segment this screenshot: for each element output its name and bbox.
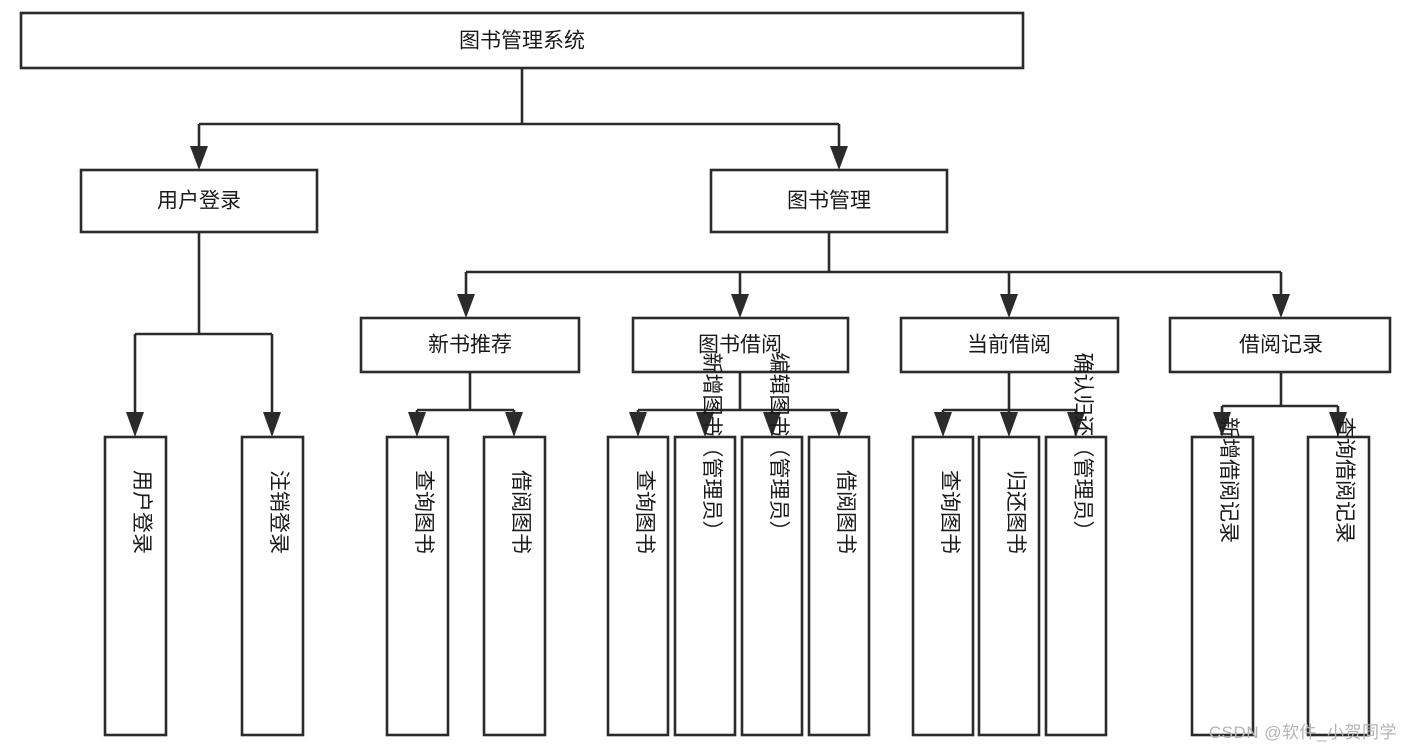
leaf-br-add-record-box[interactable] [1190, 435, 1255, 737]
arrow-head-leaf-nb-1 [408, 412, 426, 437]
leaf-bb-query-book-label: 查询图书 [633, 470, 656, 554]
node-book-manage-label: 图书管理 [787, 190, 871, 213]
connector-group-new-book-to-leaves [408, 372, 523, 437]
leaf-cb-confirm-return-label: 确认归还（管理员） [1071, 353, 1094, 542]
leaf-bb-borrow-book-box[interactable] [807, 435, 871, 737]
leaf-cb-return-book-label: 归还图书 [1004, 470, 1027, 554]
leaf-logout-box[interactable] [240, 435, 305, 737]
node-user-login-label: 用户登录 [157, 190, 241, 213]
arrow-head-leaf-cb-2 [1000, 412, 1018, 437]
leaf-node-br-add-record[interactable]: 新增借阅记录 [1190, 417, 1255, 737]
node-book-borrow[interactable]: 图书借阅 [631, 316, 850, 374]
node-borrow-record-box[interactable] [1168, 316, 1392, 374]
leaf-user-login-label: 用户登录 [130, 470, 153, 554]
leaf-bb-edit-book-label: 编辑图书（管理员） [767, 353, 790, 542]
leaf-user-login-box[interactable] [103, 435, 168, 737]
arrow-head-borrow-record [1272, 294, 1290, 318]
connector-group-book-manage-to-level2 [457, 232, 1290, 318]
arrow-head-leaf-nb-2 [505, 412, 523, 437]
arrow-head-book-borrow [731, 294, 749, 318]
leaf-br-add-record-label: 新增借阅记录 [1217, 417, 1240, 543]
connector-group-current-borrow-to-leaves [934, 372, 1085, 437]
leaf-bb-edit-book-box[interactable] [740, 435, 804, 737]
arrow-head-leaf-br-2 [1329, 412, 1347, 437]
csdn-watermark: CSDN @软件_小贺同学 [1208, 723, 1397, 742]
leaf-nb-borrow-book-box[interactable] [482, 435, 547, 737]
connector-group-root-to-level1 [190, 68, 848, 170]
arrow-head-current-borrow [1000, 294, 1018, 318]
node-current-borrow-label: 当前借阅 [967, 334, 1051, 357]
leaf-cb-confirm-return-box[interactable] [1044, 435, 1108, 737]
arrow-head-leaf-bb-2 [696, 412, 714, 437]
arrow-head-leaf-cb-3 [1067, 412, 1085, 437]
node-user-login-box[interactable] [79, 168, 319, 234]
node-root-box[interactable] [19, 11, 1025, 70]
node-book-borrow-box[interactable] [631, 316, 850, 374]
node-current-borrow[interactable]: 当前借阅 [899, 316, 1120, 374]
leaf-node-cb-return-book[interactable]: 归还图书 [977, 435, 1041, 737]
arrow-head-book-manage [830, 146, 848, 170]
leaf-node-bb-add-book[interactable]: 新增图书（管理员） [673, 353, 737, 737]
leaf-cb-return-book-box[interactable] [977, 435, 1041, 737]
connector-group-book-borrow-to-leaves [629, 372, 848, 437]
arrow-head-leaf-user-login [126, 412, 144, 437]
leaf-cb-query-book-box[interactable] [911, 435, 975, 737]
arrow-head-leaf-bb-4 [830, 412, 848, 437]
node-root[interactable]: 图书管理系统 [19, 11, 1025, 70]
leaf-bb-query-book-box[interactable] [606, 435, 670, 737]
leaf-cb-query-book-label: 查询图书 [938, 470, 961, 554]
leaf-br-query-record-label: 查询借阅记录 [1333, 417, 1356, 543]
leaf-node-bb-edit-book[interactable]: 编辑图书（管理员） [740, 353, 804, 737]
leaf-bb-add-book-box[interactable] [673, 435, 737, 737]
arrow-head-new-book [457, 294, 475, 318]
leaf-node-bb-query-book[interactable]: 查询图书 [606, 435, 670, 737]
leaf-node-cb-confirm-return[interactable]: 确认归还（管理员） [1044, 353, 1108, 737]
node-new-book-recommend-box[interactable] [359, 316, 581, 374]
leaf-node-nb-query-book[interactable]: 查询图书 [385, 435, 450, 737]
leaf-node-nb-borrow-book[interactable]: 借阅图书 [482, 435, 547, 737]
leaf-bb-add-book-label: 新增图书（管理员） [700, 353, 723, 542]
node-new-book-recommend[interactable]: 新书推荐 [359, 316, 581, 374]
node-root-label: 图书管理系统 [459, 30, 585, 53]
node-borrow-record-label: 借阅记录 [1239, 334, 1323, 357]
arrow-head-leaf-bb-1 [629, 412, 647, 437]
arrow-head-leaf-logout [263, 412, 281, 437]
leaf-node-bb-borrow-book[interactable]: 借阅图书 [807, 435, 871, 737]
leaf-node-user-login[interactable]: 用户登录 [103, 435, 168, 737]
connector-group-borrow-record-to-leaves [1213, 372, 1347, 437]
arrow-head-leaf-bb-3 [763, 412, 781, 437]
node-book-borrow-label: 图书借阅 [698, 334, 782, 357]
leaf-nb-query-book-box[interactable] [385, 435, 450, 737]
node-new-book-recommend-label: 新书推荐 [428, 334, 512, 357]
connector-group-user-login-to-leaves [126, 232, 281, 437]
arrow-head-user-login [190, 146, 208, 170]
node-user-login[interactable]: 用户登录 [79, 168, 319, 234]
leaf-node-br-query-record[interactable]: 查询借阅记录 [1306, 417, 1371, 737]
leaf-br-query-record-box[interactable] [1306, 435, 1371, 737]
leaf-logout-label: 注销登录 [267, 470, 290, 554]
node-current-borrow-box[interactable] [899, 316, 1120, 374]
leaf-bb-borrow-book-label: 借阅图书 [834, 470, 857, 554]
leaf-node-logout[interactable]: 注销登录 [240, 435, 305, 737]
arrow-head-leaf-br-1 [1213, 412, 1231, 437]
node-book-manage[interactable]: 图书管理 [709, 168, 949, 234]
node-book-manage-box[interactable] [709, 168, 949, 234]
node-borrow-record[interactable]: 借阅记录 [1168, 316, 1392, 374]
leaf-nb-query-book-label: 查询图书 [412, 470, 435, 554]
leaf-nb-borrow-book-label: 借阅图书 [509, 470, 532, 554]
arrow-head-leaf-cb-1 [934, 412, 952, 437]
leaf-node-cb-query-book[interactable]: 查询图书 [911, 435, 975, 737]
